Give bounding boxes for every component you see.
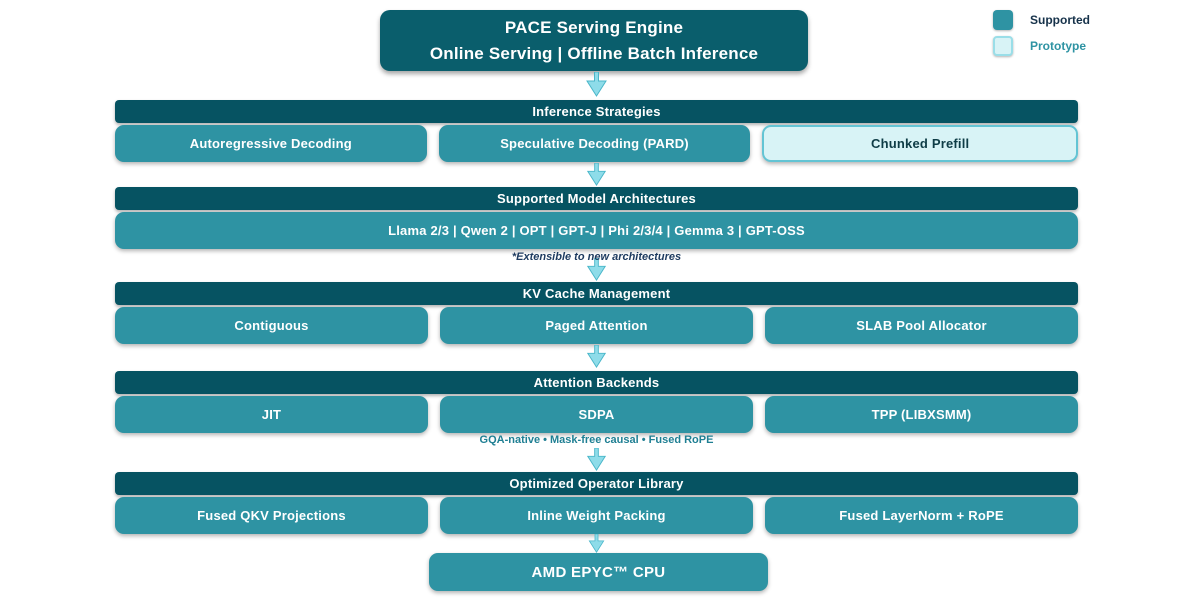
box-tpp-libxsmm: TPP (LIBXSMM) (765, 396, 1078, 433)
box-chunked-prefill: Chunked Prefill (762, 125, 1079, 162)
box-fused-qkv-projections: Fused QKV Projections (115, 497, 428, 534)
section-header-attention-backends: Attention Backends (115, 371, 1078, 394)
box-contiguous: Contiguous (115, 307, 428, 344)
legend: Supported Prototype (993, 10, 1090, 56)
down-arrow-icon (585, 257, 608, 281)
note-extensible-architectures: *Extensible to new architectures (511, 251, 682, 263)
down-arrow-icon (585, 344, 608, 368)
down-arrow-icon (585, 447, 608, 471)
supported-swatch-icon (993, 10, 1013, 30)
root-title-line2: Online Serving | Offline Batch Inference (429, 43, 759, 63)
box-jit: JIT (115, 396, 428, 433)
box-paged-attention: Paged Attention (440, 307, 753, 344)
box-inline-weight-packing: Inline Weight Packing (440, 497, 753, 534)
legend-row-supported: Supported (993, 10, 1090, 30)
root-title-line1: PACE Serving Engine (504, 18, 684, 37)
down-arrow-icon (585, 71, 608, 97)
operator-library-row: Fused QKV Projections Inline Weight Pack… (115, 497, 1078, 534)
down-arrow-icon (585, 533, 608, 553)
inference-strategies-row: Autoregressive Decoding Speculative Deco… (115, 125, 1079, 162)
down-arrow-icon (585, 162, 608, 186)
attention-backends-row: JIT SDPA TPP (LIBXSMM) (115, 396, 1078, 433)
section-header-model-architectures: Supported Model Architectures (115, 187, 1078, 210)
amd-epyc-cpu-box: AMD EPYC™ CPU (429, 553, 768, 591)
section-header-operator-library: Optimized Operator Library (115, 472, 1078, 495)
section-header-inference-strategies: Inference Strategies (115, 100, 1078, 123)
model-architectures-row: Llama 2/3 | Qwen 2 | OPT | GPT-J | Phi 2… (115, 212, 1078, 249)
box-slab-pool-allocator: SLAB Pool Allocator (765, 307, 1078, 344)
box-model-list: Llama 2/3 | Qwen 2 | OPT | GPT-J | Phi 2… (115, 212, 1078, 249)
kv-cache-row: Contiguous Paged Attention SLAB Pool All… (115, 307, 1078, 344)
note-attention-features: GQA-native • Mask-free causal • Fused Ro… (479, 434, 714, 446)
prototype-swatch-icon (993, 36, 1013, 56)
legend-label-prototype: Prototype (1030, 39, 1087, 53)
legend-row-prototype: Prototype (993, 36, 1090, 56)
box-speculative-decoding: Speculative Decoding (PARD) (438, 125, 751, 162)
legend-label-supported: Supported (1030, 13, 1090, 27)
box-sdpa: SDPA (440, 396, 753, 433)
root-box: PACE Serving Engine Online Serving | Off… (380, 10, 808, 71)
box-autoregressive-decoding: Autoregressive Decoding (115, 125, 427, 162)
section-header-kv-cache: KV Cache Management (115, 282, 1078, 305)
box-fused-layernorm-rope: Fused LayerNorm + RoPE (765, 497, 1078, 534)
